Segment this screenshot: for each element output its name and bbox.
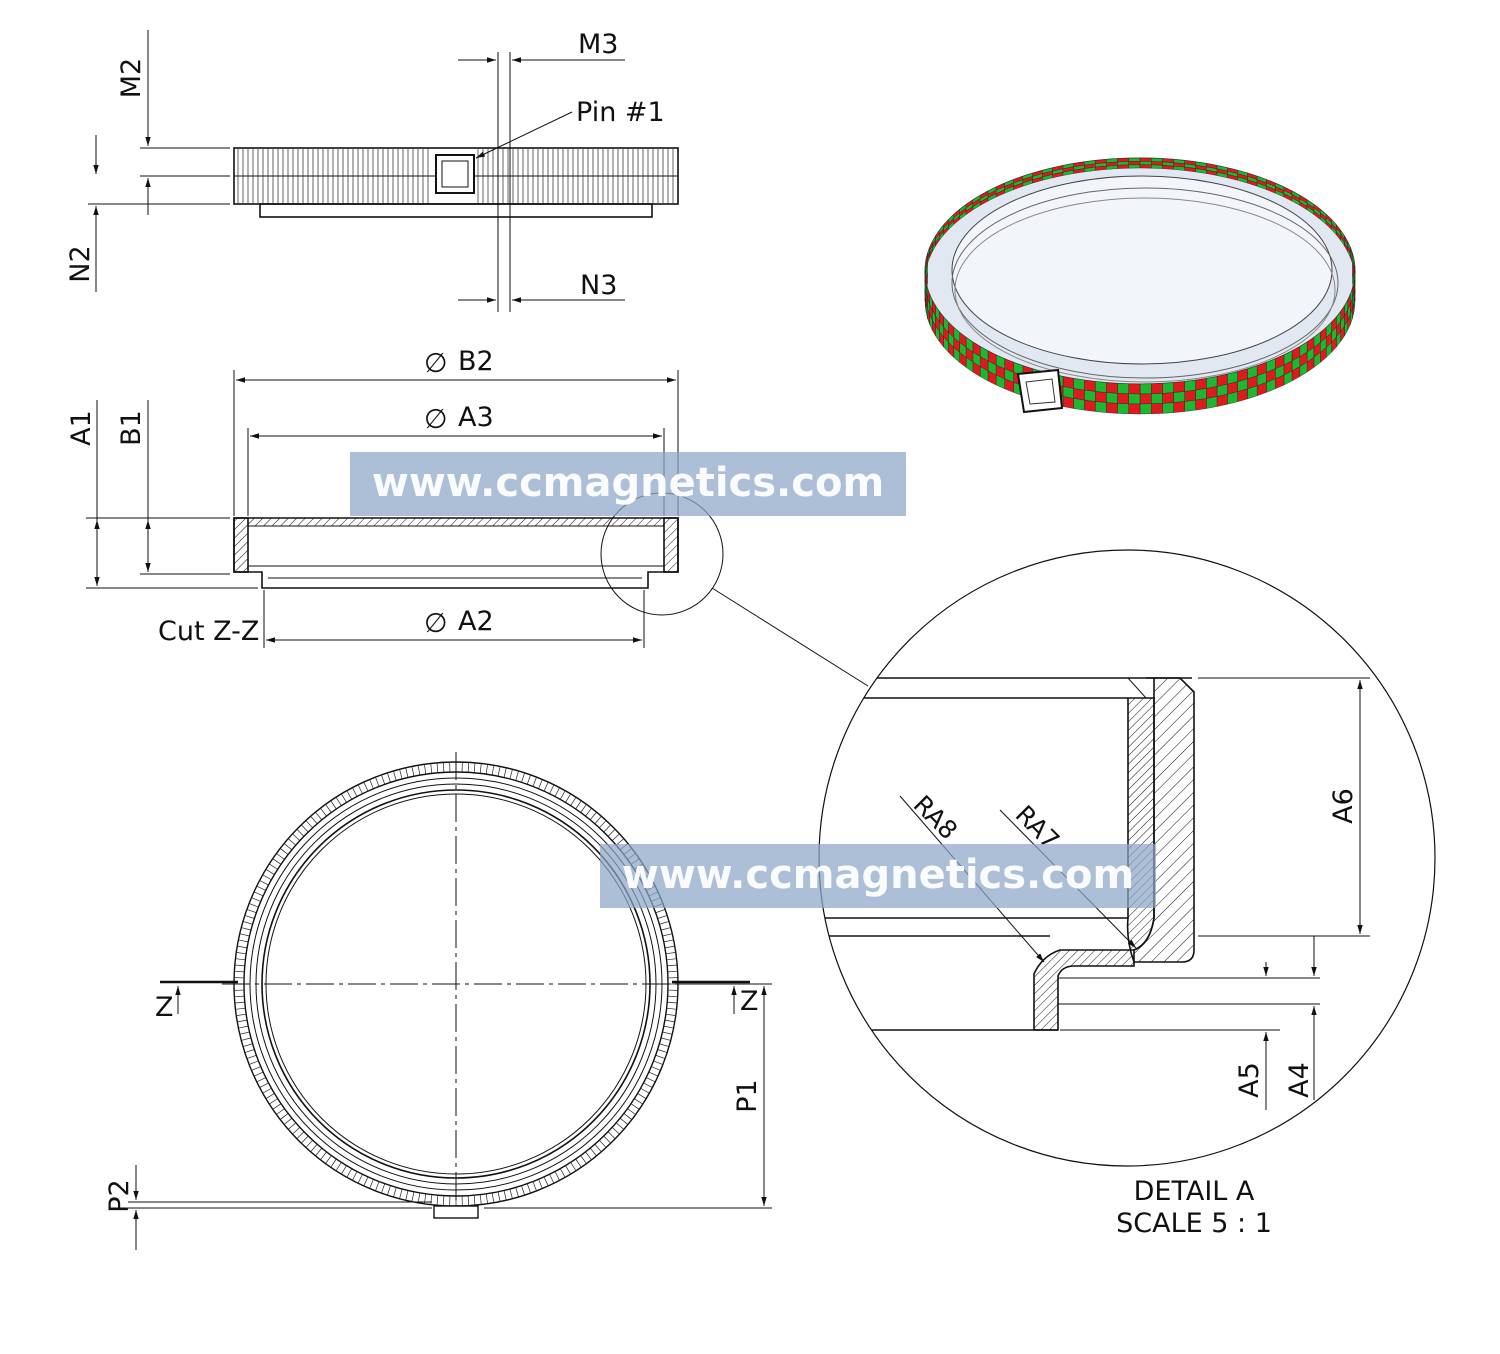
- p2-label: P2: [104, 1179, 135, 1212]
- diameter-b2-symbol: ∅: [424, 348, 448, 379]
- detail-scale: SCALE 5 : 1: [1116, 1208, 1272, 1239]
- cut-label: Cut Z-Z: [158, 616, 259, 647]
- pin-1-label: Pin #1: [576, 97, 665, 128]
- watermark-top-text: www.ccmagnetics.com: [372, 460, 884, 506]
- side-view: M2 N2 M3 N3 Pin #1: [65, 29, 679, 312]
- p1-label: P1: [732, 1079, 763, 1112]
- diameter-a2-symbol: ∅: [424, 608, 448, 639]
- watermark-bottom: www.ccmagnetics.com: [600, 844, 1156, 908]
- n3-label: N3: [580, 270, 617, 301]
- b1-label: B1: [116, 410, 147, 446]
- detail-title: DETAIL A: [1134, 1176, 1255, 1207]
- m2-label: M2: [116, 58, 147, 98]
- watermark-bottom-text: www.ccmagnetics.com: [622, 852, 1134, 898]
- a1-label: A1: [66, 410, 97, 446]
- a3-label: A3: [458, 402, 494, 433]
- a5-label: A5: [1234, 1062, 1265, 1098]
- cross-section: ∅ B2 ∅ A3 ∅ A2 A1 B1 Cut Z-Z: [66, 346, 869, 687]
- a4-label: A4: [1284, 1062, 1315, 1098]
- diameter-a3-symbol: ∅: [424, 404, 448, 435]
- z-left-label: Z: [155, 992, 174, 1023]
- plan-view: Z Z P1 P2: [104, 752, 772, 1250]
- n2-label: N2: [65, 245, 96, 282]
- knurl-lines: [237, 149, 674, 203]
- knurled-band: [924, 157, 1356, 415]
- m3-label: M3: [578, 29, 618, 60]
- a6-label: A6: [1328, 788, 1359, 824]
- z-right-label: Z: [740, 986, 759, 1017]
- a2-label: A2: [458, 606, 494, 637]
- render-pin-window: [1016, 368, 1064, 414]
- watermark-top: www.ccmagnetics.com: [350, 452, 906, 516]
- b2-label: B2: [458, 346, 494, 377]
- ring-3d-render: [924, 157, 1356, 415]
